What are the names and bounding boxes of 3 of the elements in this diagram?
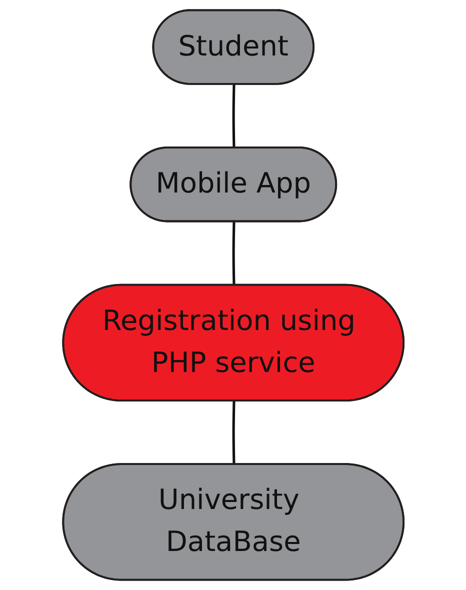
connector (232, 401, 235, 465)
connector (232, 84, 235, 148)
connector (232, 222, 235, 286)
